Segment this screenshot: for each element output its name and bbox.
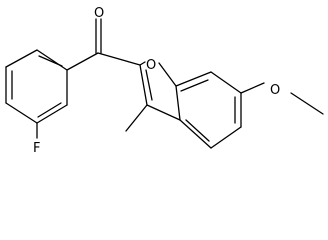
bond-c3-c3a	[146, 104, 181, 121]
bond-c2-ring-o	[139, 61, 146, 66]
bond-c6-methoxy-o	[240, 82, 265, 94]
atom-carbonyl-oxygen: O	[94, 6, 104, 21]
bond-ph-4	[5, 102, 38, 124]
structure-svg: O O F O	[5, 6, 324, 156]
bond-c2-c3-inner	[145, 69, 153, 101]
bond-ring-o-c7a	[158, 62, 177, 87]
bond-ph-5	[36, 104, 68, 124]
bond-c4-c3a	[179, 119, 212, 149]
bond-carbonyl-c-left-ring	[66, 52, 99, 71]
atom-ring-oxygen: O	[146, 58, 156, 73]
bond-c5-c4	[210, 126, 242, 149]
bond-carbonyl-c-furan-c2	[97, 52, 141, 66]
bond-c3a-c7a	[175, 85, 181, 121]
bond-c7a-c7	[175, 71, 212, 87]
molecule-diagram: O O F O	[5, 6, 324, 156]
bond-c2-c3	[139, 64, 148, 106]
bond-c7a-c7-inner	[180, 79, 209, 92]
bond-ph-1	[36, 49, 68, 71]
bond-ph-2	[5, 49, 38, 68]
bond-c7-c6	[210, 71, 242, 94]
atom-methoxy-oxygen: O	[270, 83, 280, 98]
bond-c4-c3a-inner	[185, 119, 210, 142]
atom-fluorine: F	[33, 141, 40, 156]
bond-ph-5-inner	[37, 102, 62, 118]
bond-methoxy-o-ch3	[290, 92, 324, 115]
bond-c3-methyl	[125, 104, 148, 132]
bond-ph-1-inner	[38, 55, 63, 67]
